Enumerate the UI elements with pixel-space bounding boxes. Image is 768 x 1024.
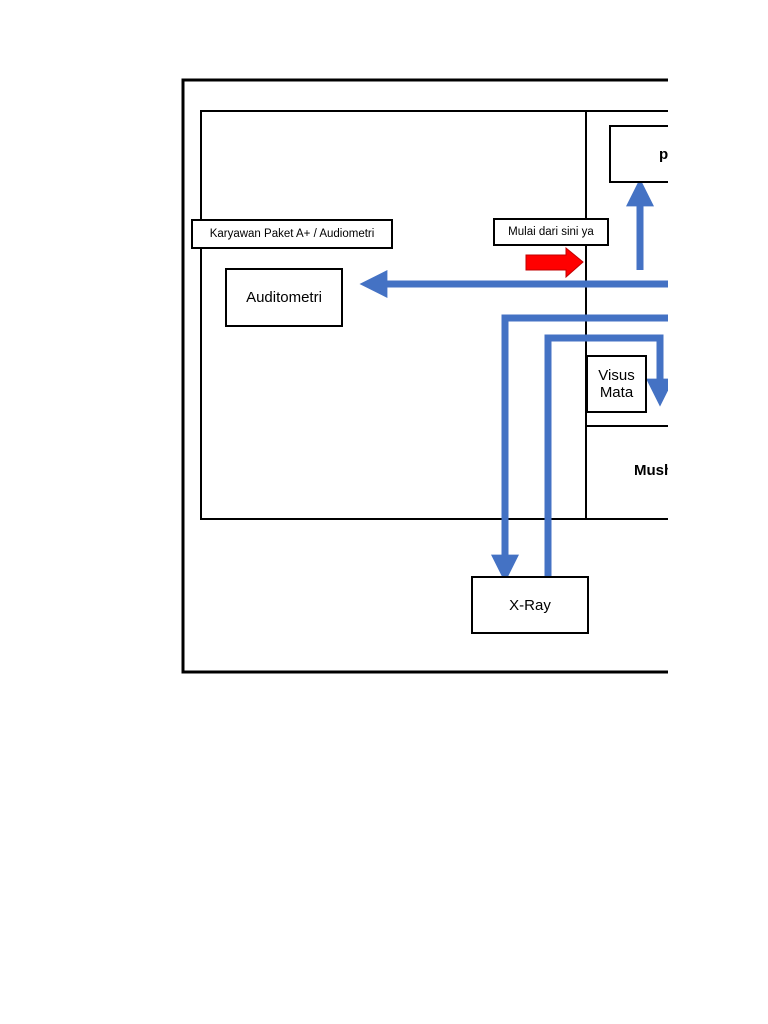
mata-text: Mata [599,384,634,401]
start-arrow [525,246,584,279]
flow-arrow-to-xray [491,314,668,583]
visus-mata-room: Visus Mata [586,355,647,413]
xray-room: X-Ray [471,576,589,634]
diagram-lines [181,78,668,674]
mushola-label: Mush [634,462,668,479]
mulai-dari-sini-text: Mulai dari sini ya [508,226,594,238]
karyawan-paket-label: Karyawan Paket A+ / Audiometri [191,219,393,249]
karyawan-paket-text: Karyawan Paket A+ / Audiometri [209,228,375,240]
mushola-text: Mush [634,462,668,479]
top-right-room: p [609,125,668,183]
visus-text: Visus [598,367,635,384]
auditometri-text: Auditometri [246,289,322,306]
outer-building-border [181,78,668,674]
flow-arrow-from-xray-to-visus [544,334,668,577]
auditometri-room: Auditometri [225,268,343,327]
top-right-room-text: p [659,145,668,163]
diagram-viewport: Karyawan Paket A+ / Audiometri Mulai dar… [181,78,668,674]
mulai-dari-sini-label: Mulai dari sini ya [493,218,609,246]
xray-text: X-Ray [509,596,551,614]
